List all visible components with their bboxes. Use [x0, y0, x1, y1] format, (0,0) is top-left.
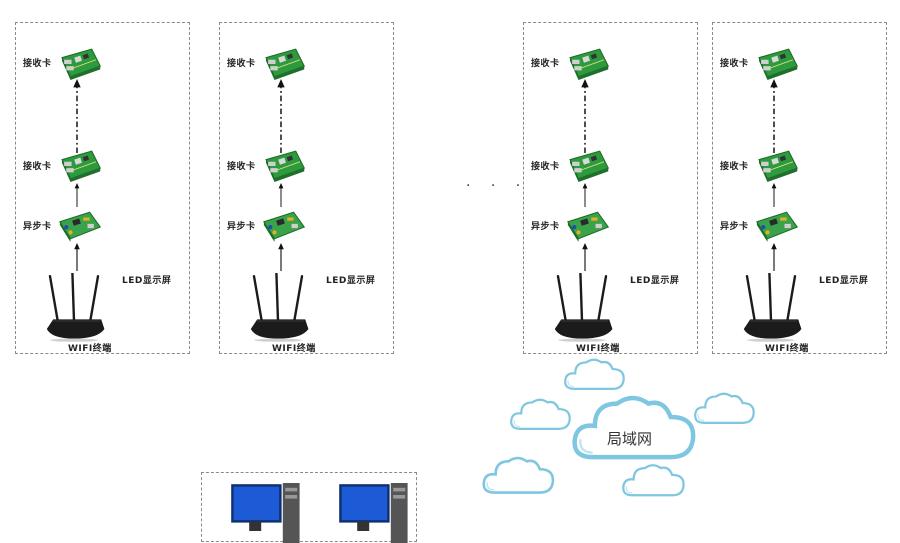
solid-arrow	[276, 183, 286, 207]
computer-icon	[226, 483, 306, 543]
computer-icon	[334, 483, 414, 543]
receiver-card-icon	[258, 149, 308, 183]
led-group-2: 接收卡 接收卡 异步卡 LED显示屏 WIFI终端	[219, 22, 394, 354]
receiver-card-icon	[751, 47, 801, 81]
dashed-arrow	[72, 79, 82, 153]
async-card-icon	[258, 209, 308, 243]
receiver-card-icon	[562, 47, 612, 81]
wifi-terminal-label: WIFI终端	[272, 344, 316, 354]
receiver-card-icon	[54, 47, 104, 81]
async-card-label: 异步卡	[531, 222, 560, 232]
wifi-terminal-label: WIFI终端	[576, 344, 620, 354]
wifi-router-icon	[238, 273, 318, 345]
solid-arrow	[580, 243, 590, 271]
receiver-card-icon	[258, 47, 308, 81]
wifi-router-icon	[542, 273, 622, 345]
async-card-icon	[751, 209, 801, 243]
led-group-1: 接收卡 接收卡 异步卡 LED显示屏 WIFI终端	[15, 22, 190, 354]
async-card-label: 异步卡	[23, 222, 52, 232]
solid-arrow	[72, 183, 82, 207]
led-display-label: LED显示屏	[326, 276, 376, 286]
receiver-card-icon	[751, 149, 801, 183]
receiver-card-label: 接收卡	[531, 162, 560, 172]
led-display-label: LED显示屏	[819, 276, 869, 286]
wifi-router-icon	[34, 273, 114, 345]
dashed-arrow	[276, 79, 286, 153]
receiver-card-label: 接收卡	[227, 59, 256, 69]
led-display-label: LED显示屏	[122, 276, 172, 286]
dashed-arrow	[769, 79, 779, 153]
wifi-terminal-label: WIFI终端	[68, 344, 112, 354]
led-display-label: LED显示屏	[630, 276, 680, 286]
cloud-icon	[508, 394, 574, 434]
lan-label: 局域网	[607, 430, 653, 448]
receiver-card-label: 接收卡	[23, 59, 52, 69]
led-group-3: 接收卡 接收卡 异步卡 LED显示屏 WIFI终端	[523, 22, 698, 354]
receiver-card-icon	[54, 149, 104, 183]
computer-group	[201, 472, 417, 542]
receiver-card-label: 接收卡	[720, 162, 749, 172]
lan-cloud-icon	[568, 388, 702, 466]
wifi-terminal-label: WIFI终端	[765, 344, 809, 354]
ellipsis: · · ·	[466, 178, 529, 194]
receiver-card-label: 接收卡	[227, 162, 256, 172]
async-card-label: 异步卡	[720, 222, 749, 232]
async-card-icon	[54, 209, 104, 243]
async-card-icon	[562, 209, 612, 243]
solid-arrow	[72, 243, 82, 271]
cloud-icon	[480, 452, 558, 498]
dashed-arrow	[580, 79, 590, 153]
led-group-4: 接收卡 接收卡 异步卡 LED显示屏 WIFI终端	[712, 22, 887, 354]
receiver-card-label: 接收卡	[23, 162, 52, 172]
solid-arrow	[769, 183, 779, 207]
solid-arrow	[769, 243, 779, 271]
cloud-icon	[620, 460, 688, 500]
wifi-router-icon	[731, 273, 811, 345]
receiver-card-icon	[562, 149, 612, 183]
solid-arrow	[276, 243, 286, 271]
receiver-card-label: 接收卡	[531, 59, 560, 69]
async-card-label: 异步卡	[227, 222, 256, 232]
receiver-card-label: 接收卡	[720, 59, 749, 69]
solid-arrow	[580, 183, 590, 207]
